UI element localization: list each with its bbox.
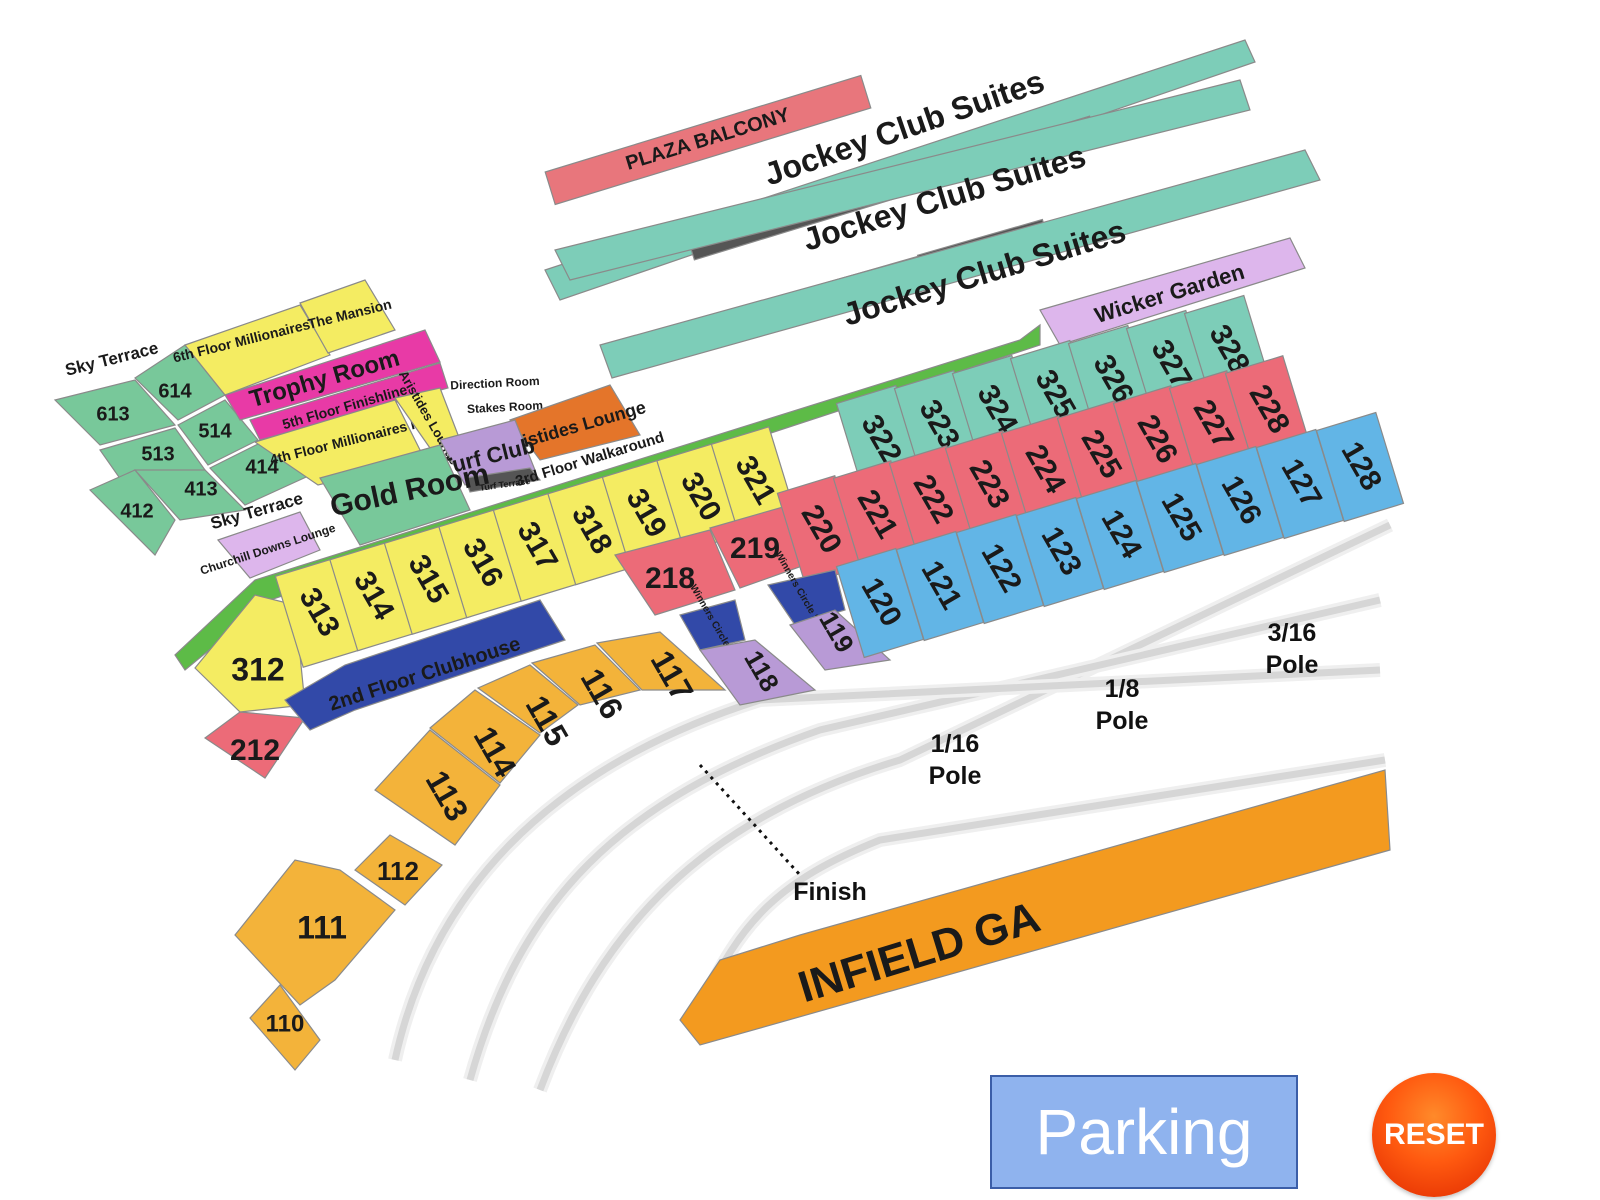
section-shape xyxy=(464,467,542,493)
section-shape xyxy=(595,631,727,691)
track-line xyxy=(466,596,1381,1081)
section-shape xyxy=(234,859,396,1006)
section-shape xyxy=(554,79,1251,281)
section-125[interactable]: 125 xyxy=(1135,462,1225,574)
parking-button[interactable]: Parking xyxy=(990,1075,1298,1189)
pole-label-one-sixteenth: 1/16 xyxy=(931,730,980,758)
section-shape xyxy=(249,362,449,441)
section-shape xyxy=(476,664,579,734)
section-113[interactable]: 113 xyxy=(374,729,501,846)
section-413[interactable]: 413 xyxy=(133,469,247,521)
section-shape xyxy=(374,729,501,846)
section-414[interactable]: 414 xyxy=(209,442,317,506)
section-label: 514 xyxy=(198,420,232,442)
section-label: 111 xyxy=(297,909,347,945)
track-line xyxy=(391,666,1381,1061)
section-shape xyxy=(354,834,443,906)
section-label: Stakes Room xyxy=(467,398,544,416)
section-shape xyxy=(698,639,817,706)
section-label: 212 xyxy=(230,734,280,767)
section-shape xyxy=(184,304,331,396)
section-label: 112 xyxy=(377,856,419,886)
section-shape xyxy=(599,149,1321,379)
section-the-mansion[interactable]: The Mansion xyxy=(299,279,396,354)
section-shape xyxy=(216,511,321,579)
section-shape xyxy=(439,419,536,486)
section-shape xyxy=(544,74,872,206)
section-111[interactable]: 111 xyxy=(234,859,396,1006)
section-121[interactable]: 121 xyxy=(895,530,985,642)
reset-button[interactable]: RESET xyxy=(1372,1073,1496,1197)
pole-label-one-eighth: 1/8 xyxy=(1105,675,1140,703)
section-219[interactable]: 219 xyxy=(709,504,806,589)
finish-label: Finish xyxy=(793,878,867,906)
track-line xyxy=(536,521,1392,1092)
section-label: Direction Room xyxy=(450,374,540,393)
section-314[interactable]: 314 xyxy=(329,541,416,652)
section-label: 414 xyxy=(245,456,279,478)
section-shape xyxy=(249,984,321,1071)
section-shape xyxy=(679,599,746,651)
section-label: 110 xyxy=(266,1010,305,1037)
section-label: 613 xyxy=(96,403,129,425)
section-shape xyxy=(53,379,177,446)
section-shape xyxy=(319,444,471,546)
section-127[interactable]: 127 xyxy=(1255,428,1345,540)
section-shape xyxy=(133,469,247,521)
section-shape xyxy=(679,769,1391,1046)
section-shape xyxy=(530,644,642,706)
section-direction-room: Direction Room xyxy=(450,374,540,393)
section-126[interactable]: 126 xyxy=(1195,445,1285,557)
section-label: 513 xyxy=(141,443,174,465)
section-shape xyxy=(429,689,541,784)
section-shape xyxy=(224,329,441,421)
section-label: 413 xyxy=(184,478,217,500)
section-shape xyxy=(299,279,396,354)
section-shape xyxy=(88,469,176,556)
pole-label-three-sixteenths-sub: Pole xyxy=(1266,651,1319,679)
section-321[interactable]: 321 xyxy=(710,426,798,536)
finish-line xyxy=(698,763,802,877)
section-110[interactable]: 110 xyxy=(249,984,321,1071)
section-shape xyxy=(614,529,736,616)
section-stakes-room: Stakes Room xyxy=(467,398,544,416)
section-128[interactable]: 128 xyxy=(1315,411,1405,523)
section-shape xyxy=(1315,411,1405,523)
section-shape xyxy=(284,599,566,731)
section-shape xyxy=(767,569,846,626)
section-124[interactable]: 124 xyxy=(1075,479,1165,591)
section-218[interactable]: 218 xyxy=(614,529,736,616)
section-120[interactable]: 120 xyxy=(835,547,925,659)
pole-label-one-eighth-sub: Pole xyxy=(1096,707,1149,735)
section-112[interactable]: 112 xyxy=(354,834,443,906)
section-label: 312 xyxy=(231,651,284,687)
section-label: 412 xyxy=(120,500,153,522)
section-shape xyxy=(1039,237,1306,346)
section-212[interactable]: 212 xyxy=(203,711,307,779)
section-412[interactable]: 412 xyxy=(88,469,176,556)
section-613[interactable]: 613 xyxy=(53,379,177,446)
section-label: 614 xyxy=(158,380,192,402)
section-shape xyxy=(509,384,641,461)
pole-label-one-sixteenth-sub: Pole xyxy=(929,762,982,790)
section-label: 218 xyxy=(645,562,695,595)
section-123[interactable]: 123 xyxy=(1015,496,1105,608)
section-label: 219 xyxy=(730,532,780,565)
pole-label-three-sixteenths: 3/16 xyxy=(1268,619,1317,647)
